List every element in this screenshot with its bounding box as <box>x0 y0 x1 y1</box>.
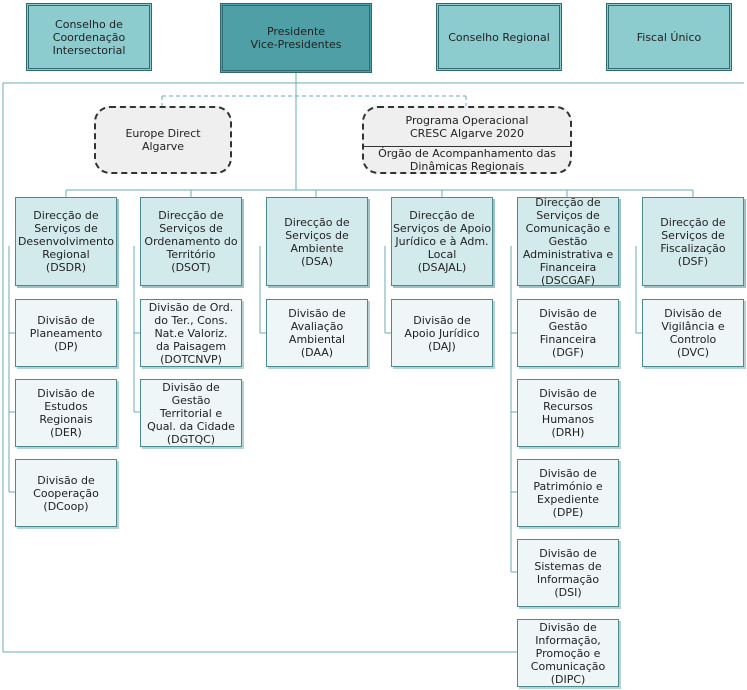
directorate-dscgaf: Direcção de Serviços de Comunicação e Ge… <box>517 196 619 287</box>
division-dgf-label: Divisão de Gestão Financeira (DGF) <box>539 307 597 359</box>
division-dipc: Divisão de Informação, Promoção e Comuni… <box>517 619 619 687</box>
division-dcoop-label: Divisão de Cooperação (DCoop) <box>33 473 99 513</box>
directorate-dsf-label: Direcção de Serviços de Fiscalização (DS… <box>660 215 726 268</box>
directorate-dsot: Direcção de Serviços de Ordenamento do T… <box>140 197 242 286</box>
division-daa: Divisão de Avaliação Ambiental (DAA) <box>266 299 368 367</box>
division-dgf: Divisão de Gestão Financeira (DGF) <box>517 299 619 367</box>
presidente-label: Presidente Vice-Presidentes <box>250 25 342 51</box>
programa-operacional-label: Programa Operacional CRESC Algarve 2020 <box>405 114 529 140</box>
programa-operacional-box: Programa Operacional CRESC Algarve 2020 … <box>362 106 572 174</box>
fiscal-unico-box: Fiscal Único <box>606 3 732 71</box>
programa-divider <box>364 146 570 147</box>
division-dvc-label: Divisão de Vigilância e Controlo (DVC) <box>661 307 725 359</box>
division-dpe: Divisão de Património e Expediente (DPE) <box>517 459 619 527</box>
division-der: Divisão de Estudos Regionais (DER) <box>15 379 117 447</box>
europe-direct-label: Europe Direct Algarve <box>125 127 201 153</box>
division-dipc-label: Divisão de Informação, Promoção e Comuni… <box>530 620 606 686</box>
division-drh-label: Divisão de Recursos Humanos (DRH) <box>539 387 597 439</box>
division-dsi-label: Divisão de Sistemas de Informação (DSI) <box>534 547 602 599</box>
directorate-dsa-label: Direcção de Serviços de Ambiente (DSA) <box>284 215 350 268</box>
division-dotcnvp: Divisão de Ord. do Ter., Cons. Nat.e Val… <box>140 299 242 367</box>
division-daj-label: Divisão de Apoio Jurídico (DAJ) <box>404 313 480 353</box>
fiscal-unico-label: Fiscal Único <box>636 30 702 44</box>
directorate-dsdr-label: Direcção de Serviços de Desenvolvimento … <box>17 209 115 274</box>
division-dgtqc-label: Divisão de Gestão Territorial e Qual. da… <box>147 380 235 446</box>
europe-direct-box: Europe Direct Algarve <box>94 106 232 174</box>
division-dp: Divisão de Planeamento (DP) <box>15 299 117 367</box>
division-dp-label: Divisão de Planeamento (DP) <box>29 313 103 353</box>
conselho-coordenacao-box: Conselho de Coordenação Intersectorial <box>26 3 152 71</box>
directorate-dsf: Direcção de Serviços de Fiscalização (DS… <box>642 197 744 286</box>
directorate-dsa: Direcção de Serviços de Ambiente (DSA) <box>266 197 368 286</box>
division-dvc: Divisão de Vigilância e Controlo (DVC) <box>642 299 744 367</box>
conselho-regional-box: Conselho Regional <box>436 3 562 71</box>
division-drh: Divisão de Recursos Humanos (DRH) <box>517 379 619 447</box>
directorate-dscgaf-label: Direcção de Serviços de Comunicação e Ge… <box>522 196 614 287</box>
directorate-dsdr: Direcção de Serviços de Desenvolvimento … <box>15 197 117 286</box>
orgao-acompanhamento-label: Órgão de Acompanhamento das Dinâmicas Re… <box>378 147 556 173</box>
division-dgtqc: Divisão de Gestão Territorial e Qual. da… <box>140 379 242 447</box>
division-der-label: Divisão de Estudos Regionais (DER) <box>37 387 95 439</box>
division-dcoop: Divisão de Cooperação (DCoop) <box>15 459 117 527</box>
division-dsi: Divisão de Sistemas de Informação (DSI) <box>517 539 619 607</box>
division-daj: Divisão de Apoio Jurídico (DAJ) <box>391 299 493 367</box>
division-dotcnvp-label: Divisão de Ord. do Ter., Cons. Nat.e Val… <box>148 300 234 366</box>
division-daa-label: Divisão de Avaliação Ambiental (DAA) <box>288 307 346 359</box>
directorate-dsot-label: Direcção de Serviços de Ordenamento do T… <box>144 209 238 274</box>
conselho-regional-label: Conselho Regional <box>448 30 550 44</box>
presidente-box: Presidente Vice-Presidentes <box>220 3 372 73</box>
division-dpe-label: Divisão de Património e Expediente (DPE) <box>533 467 603 519</box>
conselho-coordenacao-label: Conselho de Coordenação Intersectorial <box>52 17 126 57</box>
directorate-dsajal-label: Direcção de Serviços de Apoio Jurídico e… <box>392 209 492 274</box>
directorate-dsajal: Direcção de Serviços de Apoio Jurídico e… <box>391 197 493 286</box>
